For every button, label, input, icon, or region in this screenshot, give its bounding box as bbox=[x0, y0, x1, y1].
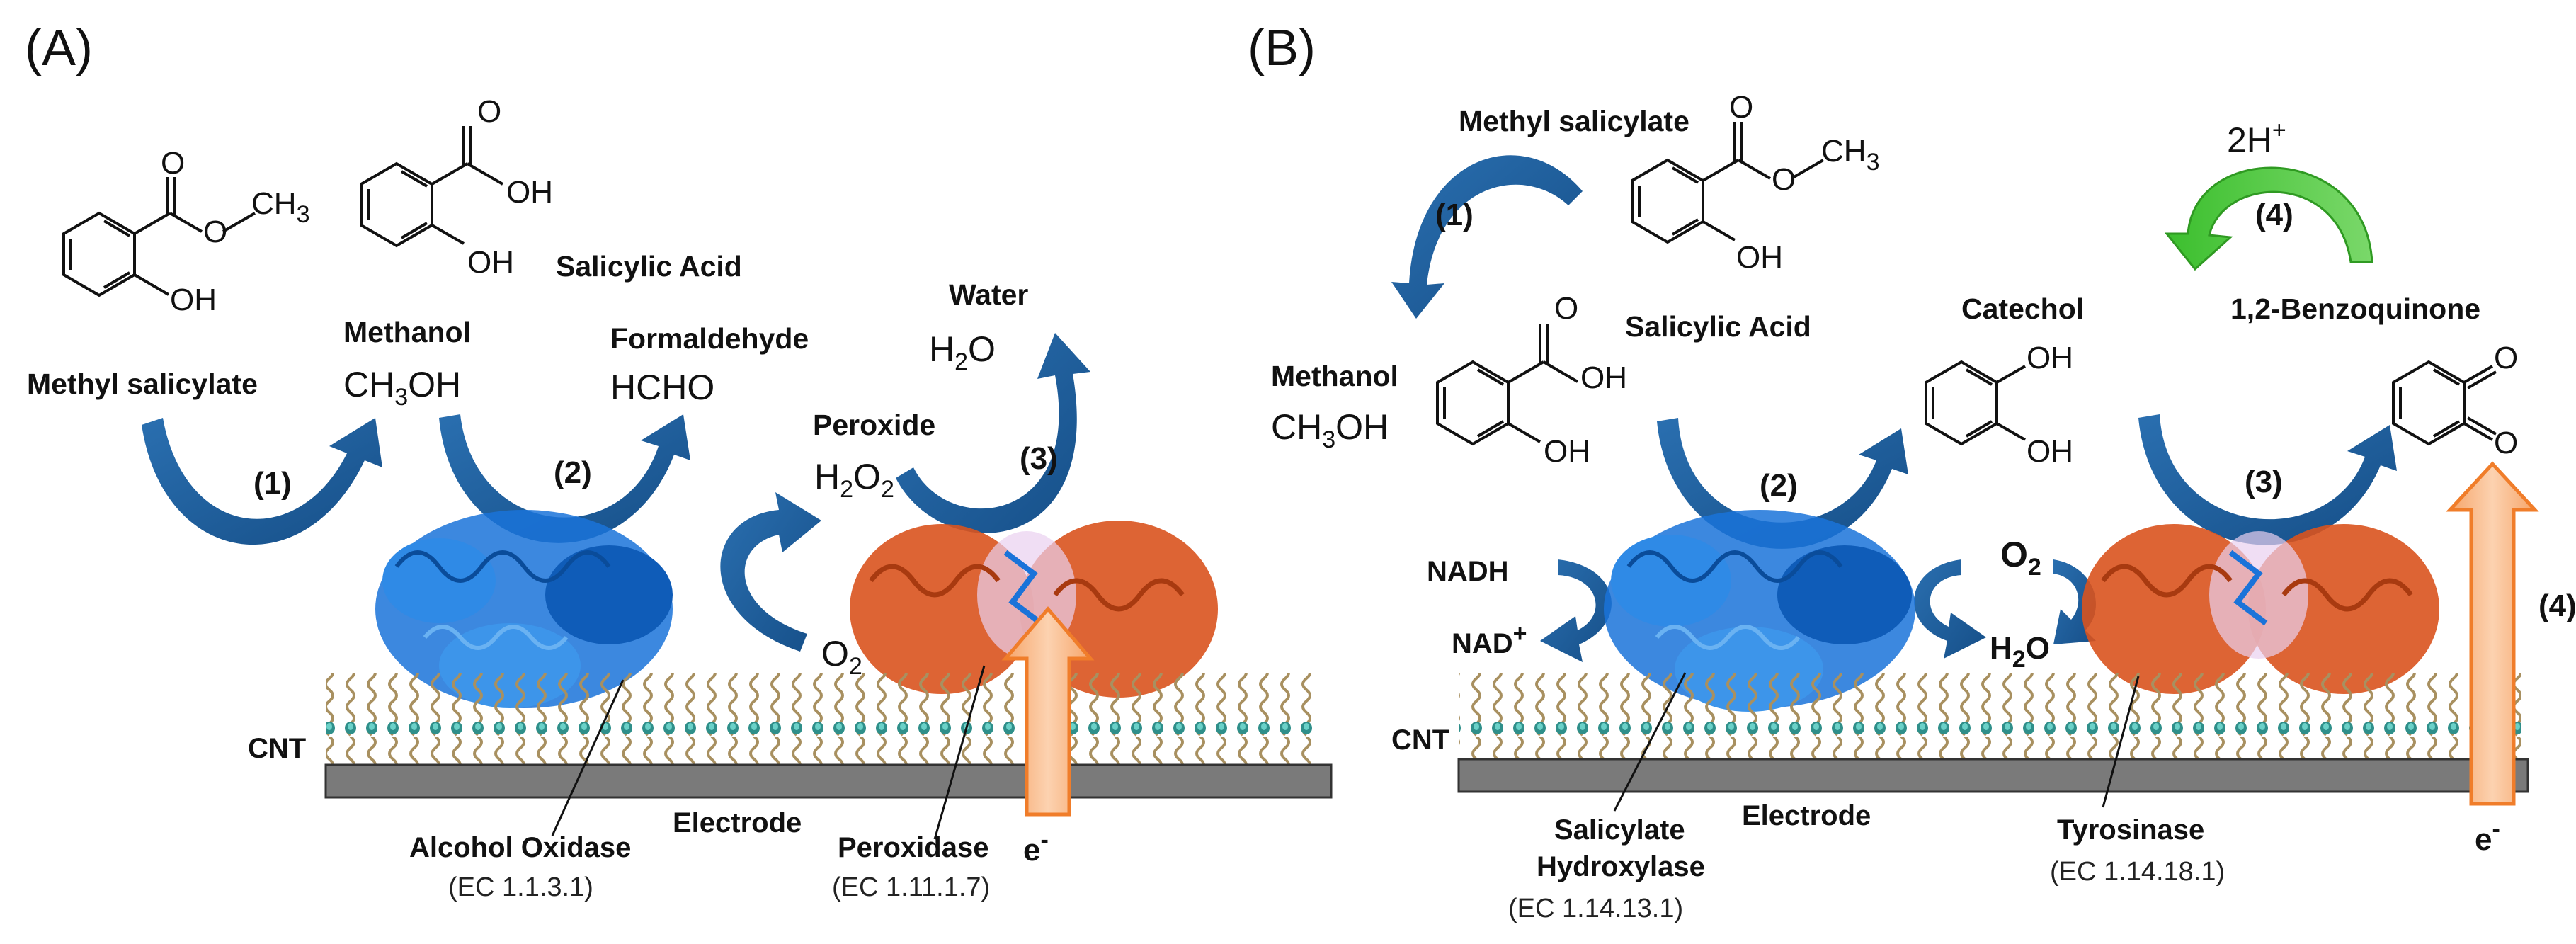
cnt-label-a: CNT bbox=[248, 733, 306, 764]
water-formula: H2O bbox=[929, 329, 996, 375]
electrode-label-a: Electrode bbox=[673, 807, 802, 838]
methyl-salicylate-label-b: Methyl salicylate bbox=[1459, 105, 1689, 137]
pointer-alcohol-oxidase bbox=[551, 679, 625, 836]
reaction-arrow-peroxide bbox=[720, 492, 821, 652]
formaldehyde-label: Formaldehyde bbox=[610, 322, 809, 355]
water-label-b: H2O bbox=[1990, 631, 2050, 673]
methanol-formula-b: CH3OH bbox=[1271, 407, 1389, 453]
salicylate-hydroxylase-ec: (EC 1.14.13.1) bbox=[1508, 894, 1683, 923]
benzoquinone-o-1: O bbox=[2494, 341, 2518, 375]
sa-a-o: O bbox=[477, 94, 501, 129]
peroxide-formula: H2O2 bbox=[814, 457, 894, 503]
sa-b-oh-top: OH bbox=[1580, 360, 1627, 395]
salicylic-acid-structure-b bbox=[1436, 324, 1579, 446]
nadh-arrow bbox=[1540, 559, 1612, 662]
step-3-b: (3) bbox=[2245, 465, 2283, 499]
methanol-formula-a: CH3OH bbox=[343, 365, 461, 411]
alcohol-oxidase-protein bbox=[375, 510, 673, 708]
catechol-oh-2: OH bbox=[2027, 434, 2073, 469]
reaction-arrow-1-b bbox=[1391, 155, 1583, 319]
electrode-label-b: Electrode bbox=[1742, 800, 1871, 831]
panel-b-label: (B) bbox=[1248, 20, 1316, 76]
ms-a-o-ester: O bbox=[203, 215, 227, 249]
step-2-a: (2) bbox=[554, 455, 592, 490]
water-label: Water bbox=[949, 278, 1028, 311]
catechol-label: Catechol bbox=[1961, 292, 2084, 325]
electron-arrow-b bbox=[2446, 461, 2539, 806]
tyrosinase-protein bbox=[2082, 524, 2439, 694]
tyrosinase-name: Tyrosinase bbox=[2057, 814, 2204, 846]
alcohol-oxidase-ec: (EC 1.1.3.1) bbox=[448, 872, 593, 902]
salicylate-hydroxylase-line1: Salicylate bbox=[1554, 814, 1685, 846]
ms-a-ch3: CH3 bbox=[251, 186, 309, 228]
salicylic-acid-label-b: Salicylic Acid bbox=[1625, 310, 1811, 343]
ms-b-ch3: CH3 bbox=[1821, 134, 1879, 176]
ms-b-oh: OH bbox=[1736, 240, 1783, 275]
electrode-b bbox=[1457, 758, 2529, 793]
step-4-top: (4) bbox=[2255, 198, 2293, 232]
peroxidase-ec: (EC 1.11.1.7) bbox=[832, 872, 990, 902]
peroxide-label: Peroxide bbox=[813, 409, 935, 441]
protons-label: 2H+ bbox=[2227, 117, 2286, 160]
reaction-arrow-3-a bbox=[896, 333, 1090, 533]
ms-a-o-double: O bbox=[161, 146, 185, 181]
ms-b-o-ester: O bbox=[1772, 162, 1796, 197]
electron-label-a: e- bbox=[1023, 826, 1049, 868]
methanol-label-b: Methanol bbox=[1271, 360, 1398, 392]
step-2-b: (2) bbox=[1760, 468, 1798, 503]
reaction-arrow-2-a bbox=[439, 414, 690, 543]
formaldehyde-formula: HCHO bbox=[610, 368, 714, 407]
reaction-arrow-1-a bbox=[142, 418, 382, 545]
panel-b: (B) Methyl salicylate O O CH3 OH (1) bbox=[1248, 20, 2576, 923]
catechol-oh-1: OH bbox=[2027, 341, 2073, 375]
peroxidase-name: Peroxidase bbox=[838, 832, 988, 863]
electron-label-b: e- bbox=[2475, 816, 2500, 857]
benzoquinone-o-2: O bbox=[2494, 426, 2518, 460]
nad-label: NAD+ bbox=[1452, 620, 1527, 659]
catechol-structure bbox=[1925, 360, 2026, 446]
cnt-layer-a bbox=[326, 673, 1317, 765]
sa-b-o: O bbox=[1554, 291, 1578, 326]
sa-a-oh-top: OH bbox=[506, 175, 553, 210]
sa-a-oh-bottom: OH bbox=[467, 245, 514, 280]
alcohol-oxidase-name: Alcohol Oxidase bbox=[409, 832, 631, 863]
tyrosinase-ec: (EC 1.14.18.1) bbox=[2050, 857, 2225, 887]
oxygen-label-b: O2 bbox=[2000, 535, 2041, 581]
pointer-peroxidase bbox=[933, 665, 986, 840]
ms-a-oh: OH bbox=[170, 283, 217, 317]
reaction-arrow-3-b bbox=[2138, 414, 2397, 545]
cnt-layer-b bbox=[1459, 673, 2521, 765]
oxygen-arrow-b bbox=[1914, 559, 1986, 659]
sa-b-oh-bottom: OH bbox=[1544, 434, 1590, 469]
proton-arrow-green bbox=[2164, 166, 2373, 271]
step-1-a: (1) bbox=[253, 466, 292, 501]
pointer-tyrosinase bbox=[2102, 676, 2140, 808]
nadh-label: NADH bbox=[1427, 556, 1509, 587]
cnt-label-b: CNT bbox=[1391, 724, 1449, 756]
benzoquinone-label: 1,2-Benzoquinone bbox=[2230, 292, 2480, 325]
benzoquinone-structure bbox=[2392, 360, 2497, 446]
salicylic-acid-label-a: Salicylic Acid bbox=[556, 250, 742, 283]
methyl-salicylate-label-a: Methyl salicylate bbox=[27, 368, 258, 400]
salicylate-hydroxylase-line2: Hydroxylase bbox=[1537, 851, 1705, 882]
methanol-label-a: Methanol bbox=[343, 316, 471, 348]
ms-b-o-double: O bbox=[1729, 90, 1753, 125]
oxygen-label-a: O2 bbox=[821, 634, 862, 680]
step-3-a: (3) bbox=[1020, 441, 1058, 476]
electron-arrow-a bbox=[1001, 606, 1095, 817]
methyl-salicylate-structure-b bbox=[1631, 122, 1825, 244]
panel-a-label: (A) bbox=[25, 20, 93, 76]
step-1-b: (1) bbox=[1435, 198, 1474, 232]
methyl-salicylate-structure-a bbox=[62, 177, 256, 297]
pointer-salicylate-hydroxylase bbox=[1613, 672, 1687, 812]
panel-a: (A) O O CH3 OH Methyl salicylate bbox=[25, 20, 1333, 902]
electrode-a bbox=[324, 763, 1333, 799]
salicylic-acid-structure-a bbox=[360, 126, 504, 248]
step-4-right: (4) bbox=[2538, 588, 2576, 623]
